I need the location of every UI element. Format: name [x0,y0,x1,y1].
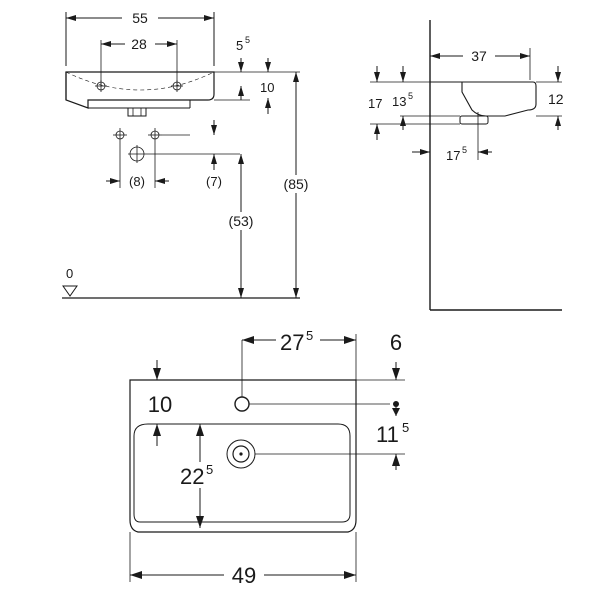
dim-rim-offset-sup: 5 [245,35,250,45]
dim-waste-11: 11 [376,422,399,447]
floor-label: 0 [66,266,73,281]
dim-outlet-height: (53) [229,213,254,229]
dim-rim-offset: 5 [236,38,243,53]
dim-pipe-spacing: (8) [129,174,145,189]
dim-rim-height-10: 10 [260,80,274,95]
dim-tap-offset-sup: 5 [306,328,313,343]
dim-bowl-22-sup: 5 [206,462,213,477]
dim-waste-offset-sup: 5 [462,145,467,155]
dim-back-10: 10 [148,392,172,417]
dim-tap-spacing-28: 28 [131,36,147,52]
dim-waste-11-sup: 5 [402,420,409,435]
dim-rim-height-12: 12 [548,91,564,107]
dim-edge-6: 6 [390,330,402,355]
dim-tap-offset: 27 [280,330,304,355]
dim-waste-offset: 17 [446,148,460,163]
side-elevation: 37 17 13 5 12 [368,20,564,311]
dim-height-17: 17 [368,96,382,111]
dim-width-55: 55 [132,10,148,26]
dim-height-13: 13 [392,94,406,109]
front-elevation: 55 28 5 5 [62,8,316,299]
dim-trap-drop: (7) [206,174,222,189]
dim-total-height: (85) [284,176,309,192]
dim-height-13-sup: 5 [408,91,413,101]
dim-width-49: 49 [232,563,256,588]
dim-bowl-22: 22 [180,464,204,489]
plan-view: 27 5 6 10 11 5 22 5 49 [129,328,409,588]
dim-depth-37: 37 [471,48,487,64]
